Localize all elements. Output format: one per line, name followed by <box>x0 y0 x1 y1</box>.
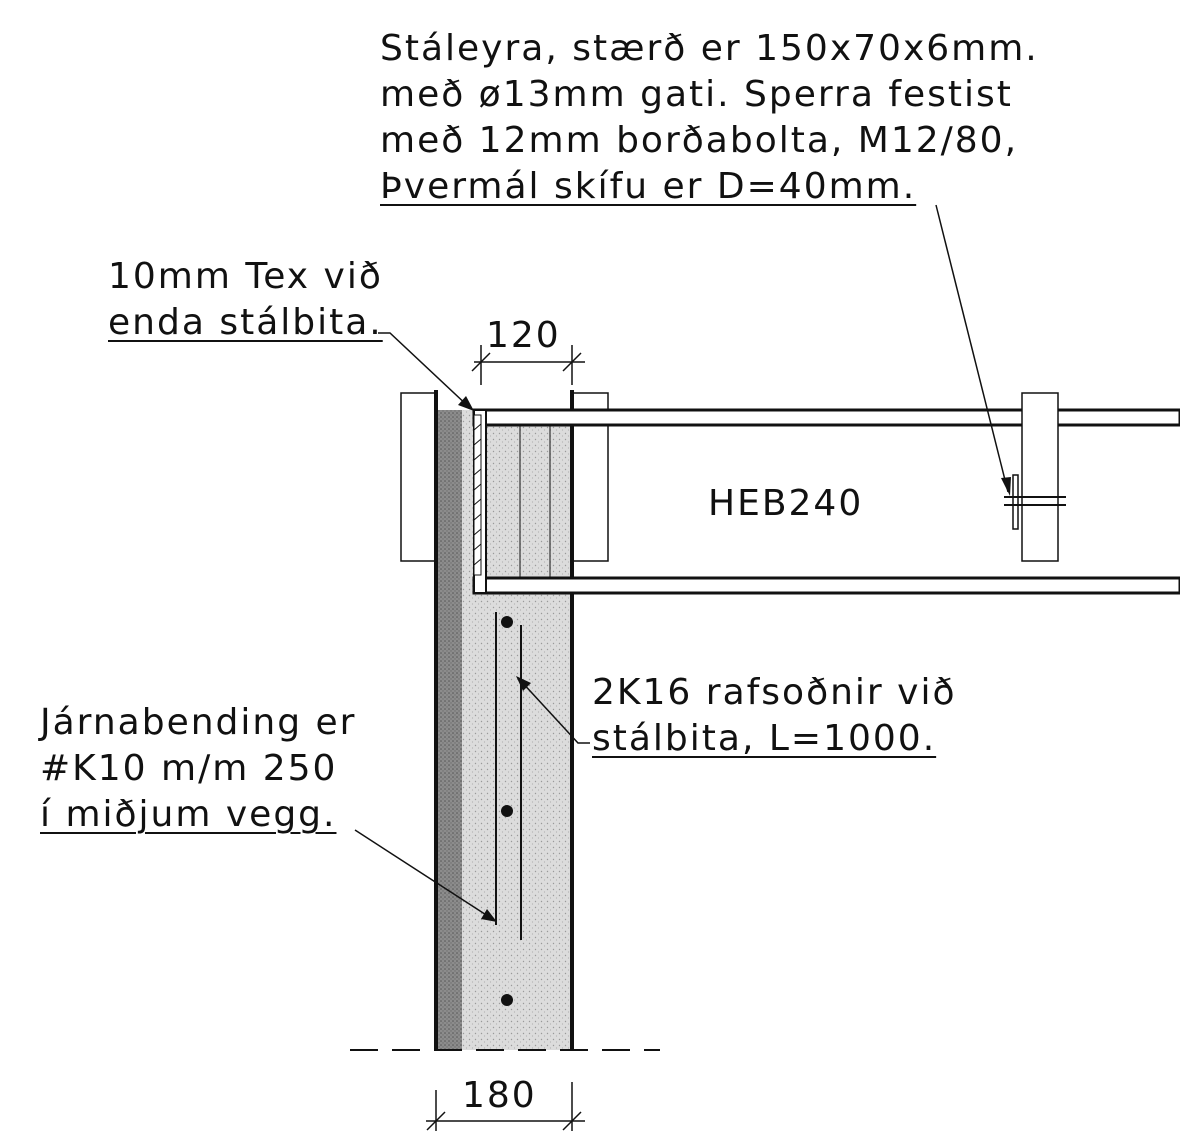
leader-rebar-k16 <box>519 679 590 744</box>
leader-rebar-k16-arrow <box>516 676 531 691</box>
note-plate-line-1: Stáleyra, stærð er 150x70x6mm. <box>380 28 1039 69</box>
rebar-dot-2 <box>501 805 513 817</box>
rebar-dot-1 <box>501 616 513 628</box>
dim-180-label: 180 <box>462 1075 537 1116</box>
note-rebar-line-2: stálbita, L=1000. <box>592 718 937 759</box>
rebar-dot-3 <box>501 994 513 1006</box>
note-tex-line-1: 10mm Tex við <box>108 256 383 297</box>
beam-bottom-flange <box>472 576 1180 595</box>
note-rebar-welded: 2K16 rafsoðnir við stálbita, L=1000. <box>592 670 957 762</box>
rafter-section <box>1021 392 1059 562</box>
note-reinforcement-line-2: #K10 m/m 250 <box>40 748 338 789</box>
note-plate: Stáleyra, stærð er 150x70x6mm. með ø13mm… <box>380 26 1039 210</box>
timber-plate-left <box>400 392 437 562</box>
tex-pad-hatch <box>473 423 482 566</box>
leader-reinforcement-arrow <box>481 909 497 922</box>
leader-tex <box>378 332 471 409</box>
note-plate-line-3: með 12mm borðabolta, M12/80, <box>380 120 1019 161</box>
dim-120-label: 120 <box>486 315 561 356</box>
leader-plate-arrow <box>1001 477 1011 496</box>
beam-label: HEB240 <box>708 483 864 524</box>
beam-top-flange <box>472 408 1180 427</box>
note-rebar-line-1: 2K16 rafsoðnir við <box>592 672 957 713</box>
note-tex-line-2: enda stálbita. <box>108 302 383 343</box>
note-tex: 10mm Tex við enda stálbita. <box>108 254 383 346</box>
note-plate-line-4: Þvermál skífu er D=40mm. <box>380 166 917 207</box>
leader-tex-arrow <box>458 396 474 411</box>
note-reinforcement: Járnabending er #K10 m/m 250 í miðjum ve… <box>40 700 356 838</box>
dim-120-tick-left <box>471 352 491 372</box>
note-plate-line-2: með ø13mm gati. Sperra festist <box>380 74 1013 115</box>
note-reinforcement-line-3: í miðjum vegg. <box>40 794 337 835</box>
dim-180-tick-left <box>426 1111 446 1131</box>
note-reinforcement-line-1: Járnabending er <box>40 702 357 743</box>
insulation-strip <box>437 410 462 1050</box>
leader-plate <box>935 204 1009 493</box>
dim-180-tick-right <box>562 1111 582 1131</box>
steel-plate <box>1012 474 1019 530</box>
tex-pad <box>473 414 482 576</box>
dim-120-tick-right <box>562 352 582 372</box>
leader-reinforcement <box>354 829 495 921</box>
timber-plate-right <box>571 392 609 562</box>
